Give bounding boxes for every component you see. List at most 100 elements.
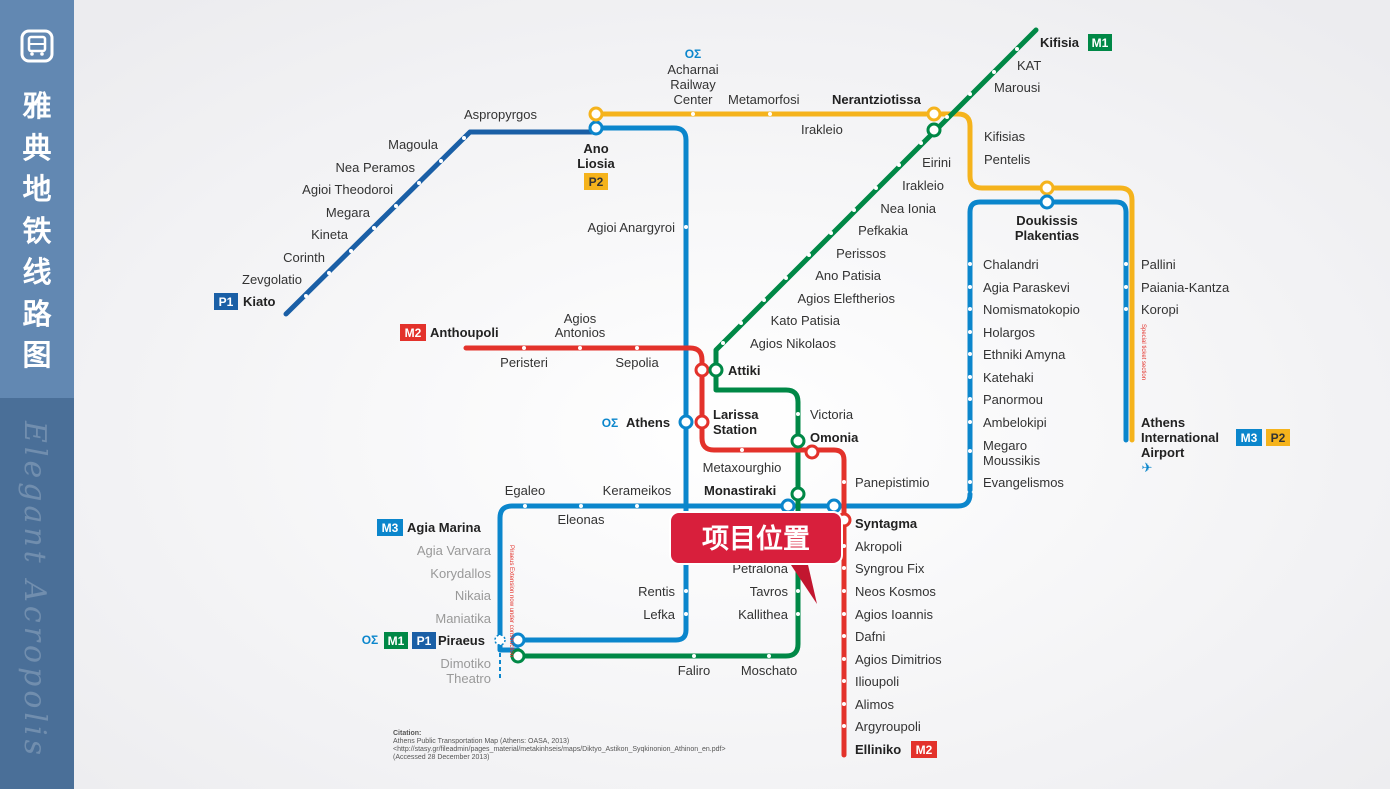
ring-doukissis[interactable] [1039,180,1055,196]
station-paiania[interactable]: Paiania-Kantza [1141,280,1230,295]
ring-piraeus-m3[interactable] [510,632,526,648]
station-agios-antonios-2[interactable]: Antonios [555,325,606,340]
station-acharnai-2[interactable]: Railway [670,77,716,92]
station-kerameikos[interactable]: Kerameikos [603,483,672,498]
station-faliro[interactable]: Faliro [678,663,711,678]
station-victoria[interactable]: Victoria [810,407,854,422]
station-irakleio[interactable]: Irakleio [902,178,944,193]
ring-larissa[interactable] [694,414,710,430]
station-agia-paraskevi[interactable]: Agia Paraskevi [983,280,1070,295]
station-dimotiko-1[interactable]: Dimotiko [440,656,491,671]
station-metamorfosi[interactable]: Metamorfosi [728,92,800,107]
ring-nerantziotissa[interactable] [926,106,942,122]
station-acharnai-3[interactable]: Center [673,92,713,107]
station-ethniki-amyna[interactable]: Ethniki Amyna [983,347,1066,362]
station-lefka[interactable]: Lefka [643,607,676,622]
station-megaro-1[interactable]: Megaro [983,438,1027,453]
station-nomismatokopio[interactable]: Nomismatokopio [983,302,1080,317]
station-monastiraki[interactable]: Monastiraki [704,483,776,498]
ring-attiki-m1[interactable] [708,362,724,378]
ring-ano-liosia-p2[interactable] [588,106,604,122]
station-kifisia[interactable]: Kifisia [1040,35,1080,50]
station-zevgolatio[interactable]: Zevgolatio [242,272,302,287]
station-agia-varvara[interactable]: Agia Varvara [417,543,492,558]
station-sepolia[interactable]: Sepolia [615,355,659,370]
station-agios-ioannis[interactable]: Agios Ioannis [855,607,934,622]
station-agios-nikolaos[interactable]: Agios Nikolaos [750,336,836,351]
station-magoula[interactable]: Magoula [388,137,439,152]
station-dafni[interactable]: Dafni [855,629,885,644]
station-athens[interactable]: Athens [626,415,670,430]
station-ilioupoli[interactable]: Ilioupoli [855,674,899,689]
station-panepistimio[interactable]: Panepistimio [855,475,929,490]
station-ano-patisia[interactable]: Ano Patisia [815,268,882,283]
station-alimos[interactable]: Alimos [855,697,895,712]
ring-piraeus-m1[interactable] [510,648,526,664]
ring-monastiraki-m3[interactable] [780,498,796,514]
ring-doukissis-m3[interactable] [1039,194,1055,210]
station-tavros[interactable]: Tavros [750,584,789,599]
station-agios-dimitrios[interactable]: Agios Dimitrios [855,652,942,667]
station-airport-3[interactable]: Airport [1141,445,1185,460]
station-megara[interactable]: Megara [326,205,371,220]
station-marousi[interactable]: Marousi [994,80,1040,95]
station-aspropyrgos[interactable]: Aspropyrgos [464,107,537,122]
ring-monastiraki-m1[interactable] [790,486,806,502]
station-syngrou[interactable]: Syngrou Fix [855,561,925,576]
station-megaro-2[interactable]: Moussikis [983,453,1041,468]
ring-nerantziotissa-m1[interactable] [926,122,942,138]
station-agios-antonios-1[interactable]: Agios [564,311,597,326]
station-egaleo[interactable]: Egaleo [505,483,545,498]
station-kineta[interactable]: Kineta [311,227,349,242]
ring-ano-liosia[interactable] [588,120,604,136]
station-panormou[interactable]: Panormou [983,392,1043,407]
station-evangelismos[interactable]: Evangelismos [983,475,1064,490]
station-katehaki[interactable]: Katehaki [983,370,1034,385]
station-nea-ionia[interactable]: Nea Ionia [880,201,936,216]
station-eleonas[interactable]: Eleonas [558,512,605,527]
station-ano-liosia-1[interactable]: Ano [583,141,608,156]
station-perissos[interactable]: Perissos [836,246,886,261]
station-koropi[interactable]: Koropi [1141,302,1179,317]
station-nerantziotissa[interactable]: Nerantziotissa [832,92,922,107]
station-ano-liosia-2[interactable]: Liosia [577,156,615,171]
station-eirini[interactable]: Eirini [922,155,951,170]
station-kallithea[interactable]: Kallithea [738,607,789,622]
station-kifisias[interactable]: Kifisias [984,129,1026,144]
ring-syntagma-m3[interactable] [826,498,842,514]
station-attiki[interactable]: Attiki [728,363,761,378]
ring-omonia-m1[interactable] [790,433,806,449]
station-ambelokipi[interactable]: Ambelokipi [983,415,1047,430]
station-larissa-1[interactable]: Larissa [713,407,759,422]
station-moschato[interactable]: Moschato [741,663,797,678]
station-agia-marina[interactable]: Agia Marina [407,520,481,535]
station-neos-kosmos[interactable]: Neos Kosmos [855,584,936,599]
station-doukissis-1[interactable]: Doukissis [1016,213,1077,228]
ring-athens[interactable] [678,414,694,430]
ring-attiki-m2[interactable] [694,362,710,378]
ring-piraeus-ext[interactable] [494,634,506,646]
station-elliniko[interactable]: Elliniko [855,742,901,757]
station-pallini[interactable]: Pallini [1141,257,1176,272]
station-syntagma[interactable]: Syntagma [855,516,918,531]
station-akropoli[interactable]: Akropoli [855,539,902,554]
station-argyroupoli[interactable]: Argyroupoli [855,719,921,734]
station-kiato[interactable]: Kiato [243,294,276,309]
station-larissa-2[interactable]: Station [713,422,757,437]
station-dimotiko-2[interactable]: Theatro [446,671,491,686]
station-airport-2[interactable]: International [1141,430,1219,445]
ring-omonia-m2[interactable] [804,444,820,460]
station-piraeus[interactable]: Piraeus [438,633,485,648]
station-nea-peramos[interactable]: Nea Peramos [336,160,416,175]
station-acharnai-1[interactable]: Acharnai [667,62,718,77]
station-corinth[interactable]: Corinth [283,250,325,265]
station-agioi-anargyroi[interactable]: Agioi Anargyroi [588,220,676,235]
station-kat[interactable]: KAT [1017,58,1041,73]
station-anthoupoli[interactable]: Anthoupoli [430,325,499,340]
station-pefkakia[interactable]: Pefkakia [858,223,909,238]
station-agioi-theodoroi[interactable]: Agioi Theodoroi [302,182,393,197]
station-pentelis[interactable]: Pentelis [984,152,1031,167]
station-airport-1[interactable]: Athens [1141,415,1185,430]
station-nikaia[interactable]: Nikaia [455,588,492,603]
station-peristeri[interactable]: Peristeri [500,355,548,370]
